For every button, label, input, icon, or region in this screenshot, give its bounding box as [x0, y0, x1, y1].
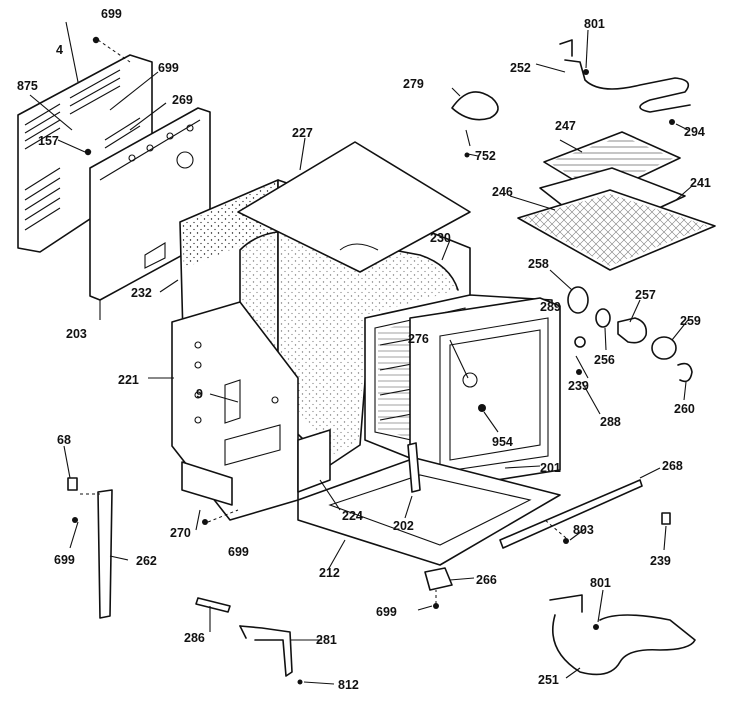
part-label: 157 — [38, 134, 59, 148]
oven-top-panel — [237, 141, 471, 273]
channel-224 — [297, 429, 331, 493]
clip-68 — [67, 477, 78, 491]
part-labels: 699 4 875 699 269 157 203 227 232 279 75… — [17, 7, 711, 692]
broil-element — [559, 39, 691, 113]
leader-lines — [29, 21, 693, 685]
part-label: 699 — [158, 61, 179, 75]
part-label: 203 — [66, 327, 87, 341]
side-trim-202 — [407, 442, 421, 493]
gasket-289 — [574, 336, 586, 348]
bake-element — [549, 594, 696, 676]
part-label: 4 — [56, 43, 63, 57]
part-label: 276 — [408, 332, 429, 346]
wire-retainer-260 — [677, 362, 693, 383]
part-label: 241 — [690, 176, 711, 190]
part-label: 752 — [475, 149, 496, 163]
part-label: 239 — [650, 554, 671, 568]
part-label: 260 — [674, 402, 695, 416]
linkage-286 — [195, 597, 231, 613]
part-label: 224 — [342, 509, 363, 523]
part-label: 875 — [17, 79, 38, 93]
part-label: 257 — [635, 288, 656, 302]
hinge-281 — [239, 625, 293, 677]
clip-239 — [661, 512, 671, 525]
trim-strip-262 — [97, 489, 113, 619]
part-label: 262 — [136, 554, 157, 568]
part-label: 289 — [540, 300, 561, 314]
receptacle-256 — [595, 308, 611, 328]
oven-bottom-panel — [297, 457, 561, 566]
oven-rack — [517, 189, 716, 271]
part-label: 294 — [684, 125, 705, 139]
part-label: 227 — [292, 126, 313, 140]
part-label: 801 — [590, 576, 611, 590]
part-label: 699 — [376, 605, 397, 619]
part-label: 212 — [319, 566, 340, 580]
part-label: 258 — [528, 257, 549, 271]
part-label: 68 — [57, 433, 71, 447]
light-socket — [567, 286, 589, 314]
part-label: 230 — [430, 231, 451, 245]
part-label: 239 — [568, 379, 589, 393]
part-label: 251 — [538, 673, 559, 687]
part-label: 232 — [131, 286, 152, 300]
part-label: 266 — [476, 573, 497, 587]
part-label: 256 — [594, 353, 615, 367]
part-label: 288 — [600, 415, 621, 429]
lens-259 — [651, 336, 677, 360]
rear-cover-vents — [24, 69, 141, 231]
part-label: 803 — [573, 523, 594, 537]
part-label: 247 — [555, 119, 576, 133]
part-label: 286 — [184, 631, 205, 645]
screw-icon — [72, 36, 675, 685]
light-cover — [451, 91, 499, 121]
part-label: 269 — [172, 93, 193, 107]
part-label: 221 — [118, 373, 139, 387]
part-label: 801 — [584, 17, 605, 31]
part-label: 259 — [680, 314, 701, 328]
part-label: 699 — [228, 545, 249, 559]
part-label: 270 — [170, 526, 191, 540]
part-label: 252 — [510, 61, 531, 75]
part-label: 699 — [54, 553, 75, 567]
bracket-270 — [181, 461, 233, 506]
part-label: 279 — [403, 77, 424, 91]
part-label: 812 — [338, 678, 359, 692]
part-label: 954 — [492, 435, 513, 449]
strip-268 — [499, 479, 643, 549]
bracket-266 — [424, 567, 453, 591]
part-label: 281 — [316, 633, 337, 647]
part-label: 246 — [492, 185, 513, 199]
part-label: 699 — [101, 7, 122, 21]
part-label: 9 — [196, 387, 203, 401]
side-control-panel — [171, 301, 299, 521]
light-bulb — [617, 317, 648, 344]
part-label: 202 — [393, 519, 414, 533]
part-label: 268 — [662, 459, 683, 473]
part-label: 201 — [540, 461, 561, 475]
